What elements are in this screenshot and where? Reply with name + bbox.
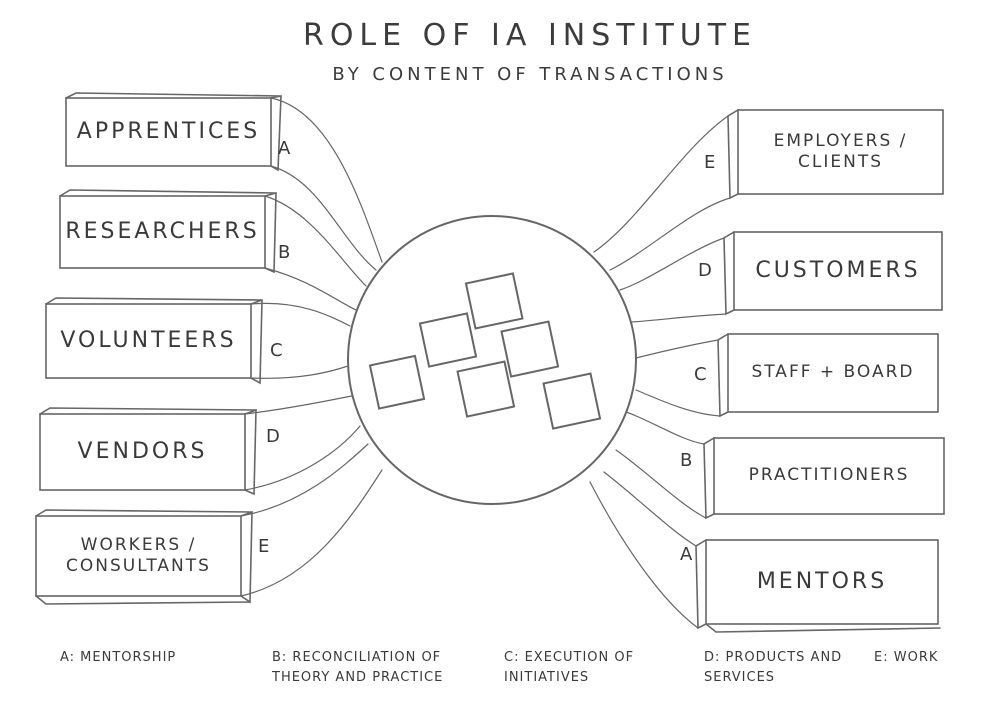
legend-c: C: EXECUTION OF INITIATIVES bbox=[504, 650, 635, 685]
right-box-frame-staff bbox=[717, 333, 939, 418]
box-practitioners: PRACTITIONERS bbox=[748, 465, 910, 486]
box-customers: CUSTOMERS bbox=[755, 258, 921, 284]
right-box-frame-employers bbox=[727, 109, 944, 200]
right-letter-d: D bbox=[698, 260, 712, 281]
legend-d: D: PRODUCTS AND SERVICES bbox=[704, 650, 843, 685]
right-letter-b: B bbox=[680, 450, 693, 471]
connector-lines bbox=[240, 97, 731, 629]
left-letter-c: C bbox=[270, 340, 283, 361]
legend-b: B: RECONCILIATION OF THEORY AND PRACTICE bbox=[272, 650, 444, 685]
box-mentors: MENTORS bbox=[756, 569, 888, 595]
box-employers-clients: EMPLOYERS / CLIENTS bbox=[773, 130, 908, 172]
diagram-title: ROLE OF IA INSTITUTE bbox=[302, 18, 758, 53]
left-box-frame-apprentices bbox=[65, 92, 282, 172]
right-box-frame-mentors bbox=[695, 539, 941, 633]
right-letter-c: C bbox=[694, 364, 707, 385]
left-letter-d: D bbox=[266, 426, 280, 447]
legend-e: E: WORK bbox=[874, 650, 939, 665]
right-letter-e: E bbox=[704, 152, 716, 173]
box-volunteers: VOLUNTEERS bbox=[60, 328, 237, 354]
left-letter-b: B bbox=[278, 242, 291, 263]
central-circle bbox=[347, 215, 637, 505]
diagram-subtitle: BY CONTENT OF TRANSACTIONS bbox=[332, 64, 728, 85]
ia-institute-logo bbox=[368, 272, 602, 430]
right-box-frame-practitioners bbox=[703, 437, 945, 520]
legend-a: A: MENTORSHIP bbox=[60, 650, 177, 665]
right-box-frame-customers bbox=[723, 231, 943, 316]
box-vendors: VENDORS bbox=[77, 439, 208, 465]
left-letter-a: A bbox=[278, 138, 291, 159]
box-staff-board: STAFF + BOARD bbox=[751, 362, 915, 383]
left-box-frame-researchers bbox=[59, 189, 277, 274]
box-workers-consultants: WORKERS / CONSULTANTS bbox=[66, 534, 211, 576]
left-box-frame-volunteers bbox=[45, 297, 263, 385]
left-letter-e: E bbox=[258, 536, 270, 557]
box-apprentices: APPRENTICES bbox=[76, 119, 261, 145]
left-box-frame-workers bbox=[35, 509, 253, 605]
right-letter-a: A bbox=[680, 544, 693, 565]
box-researchers: RESEARCHERS bbox=[65, 219, 260, 245]
left-box-frame-vendors bbox=[39, 407, 257, 496]
